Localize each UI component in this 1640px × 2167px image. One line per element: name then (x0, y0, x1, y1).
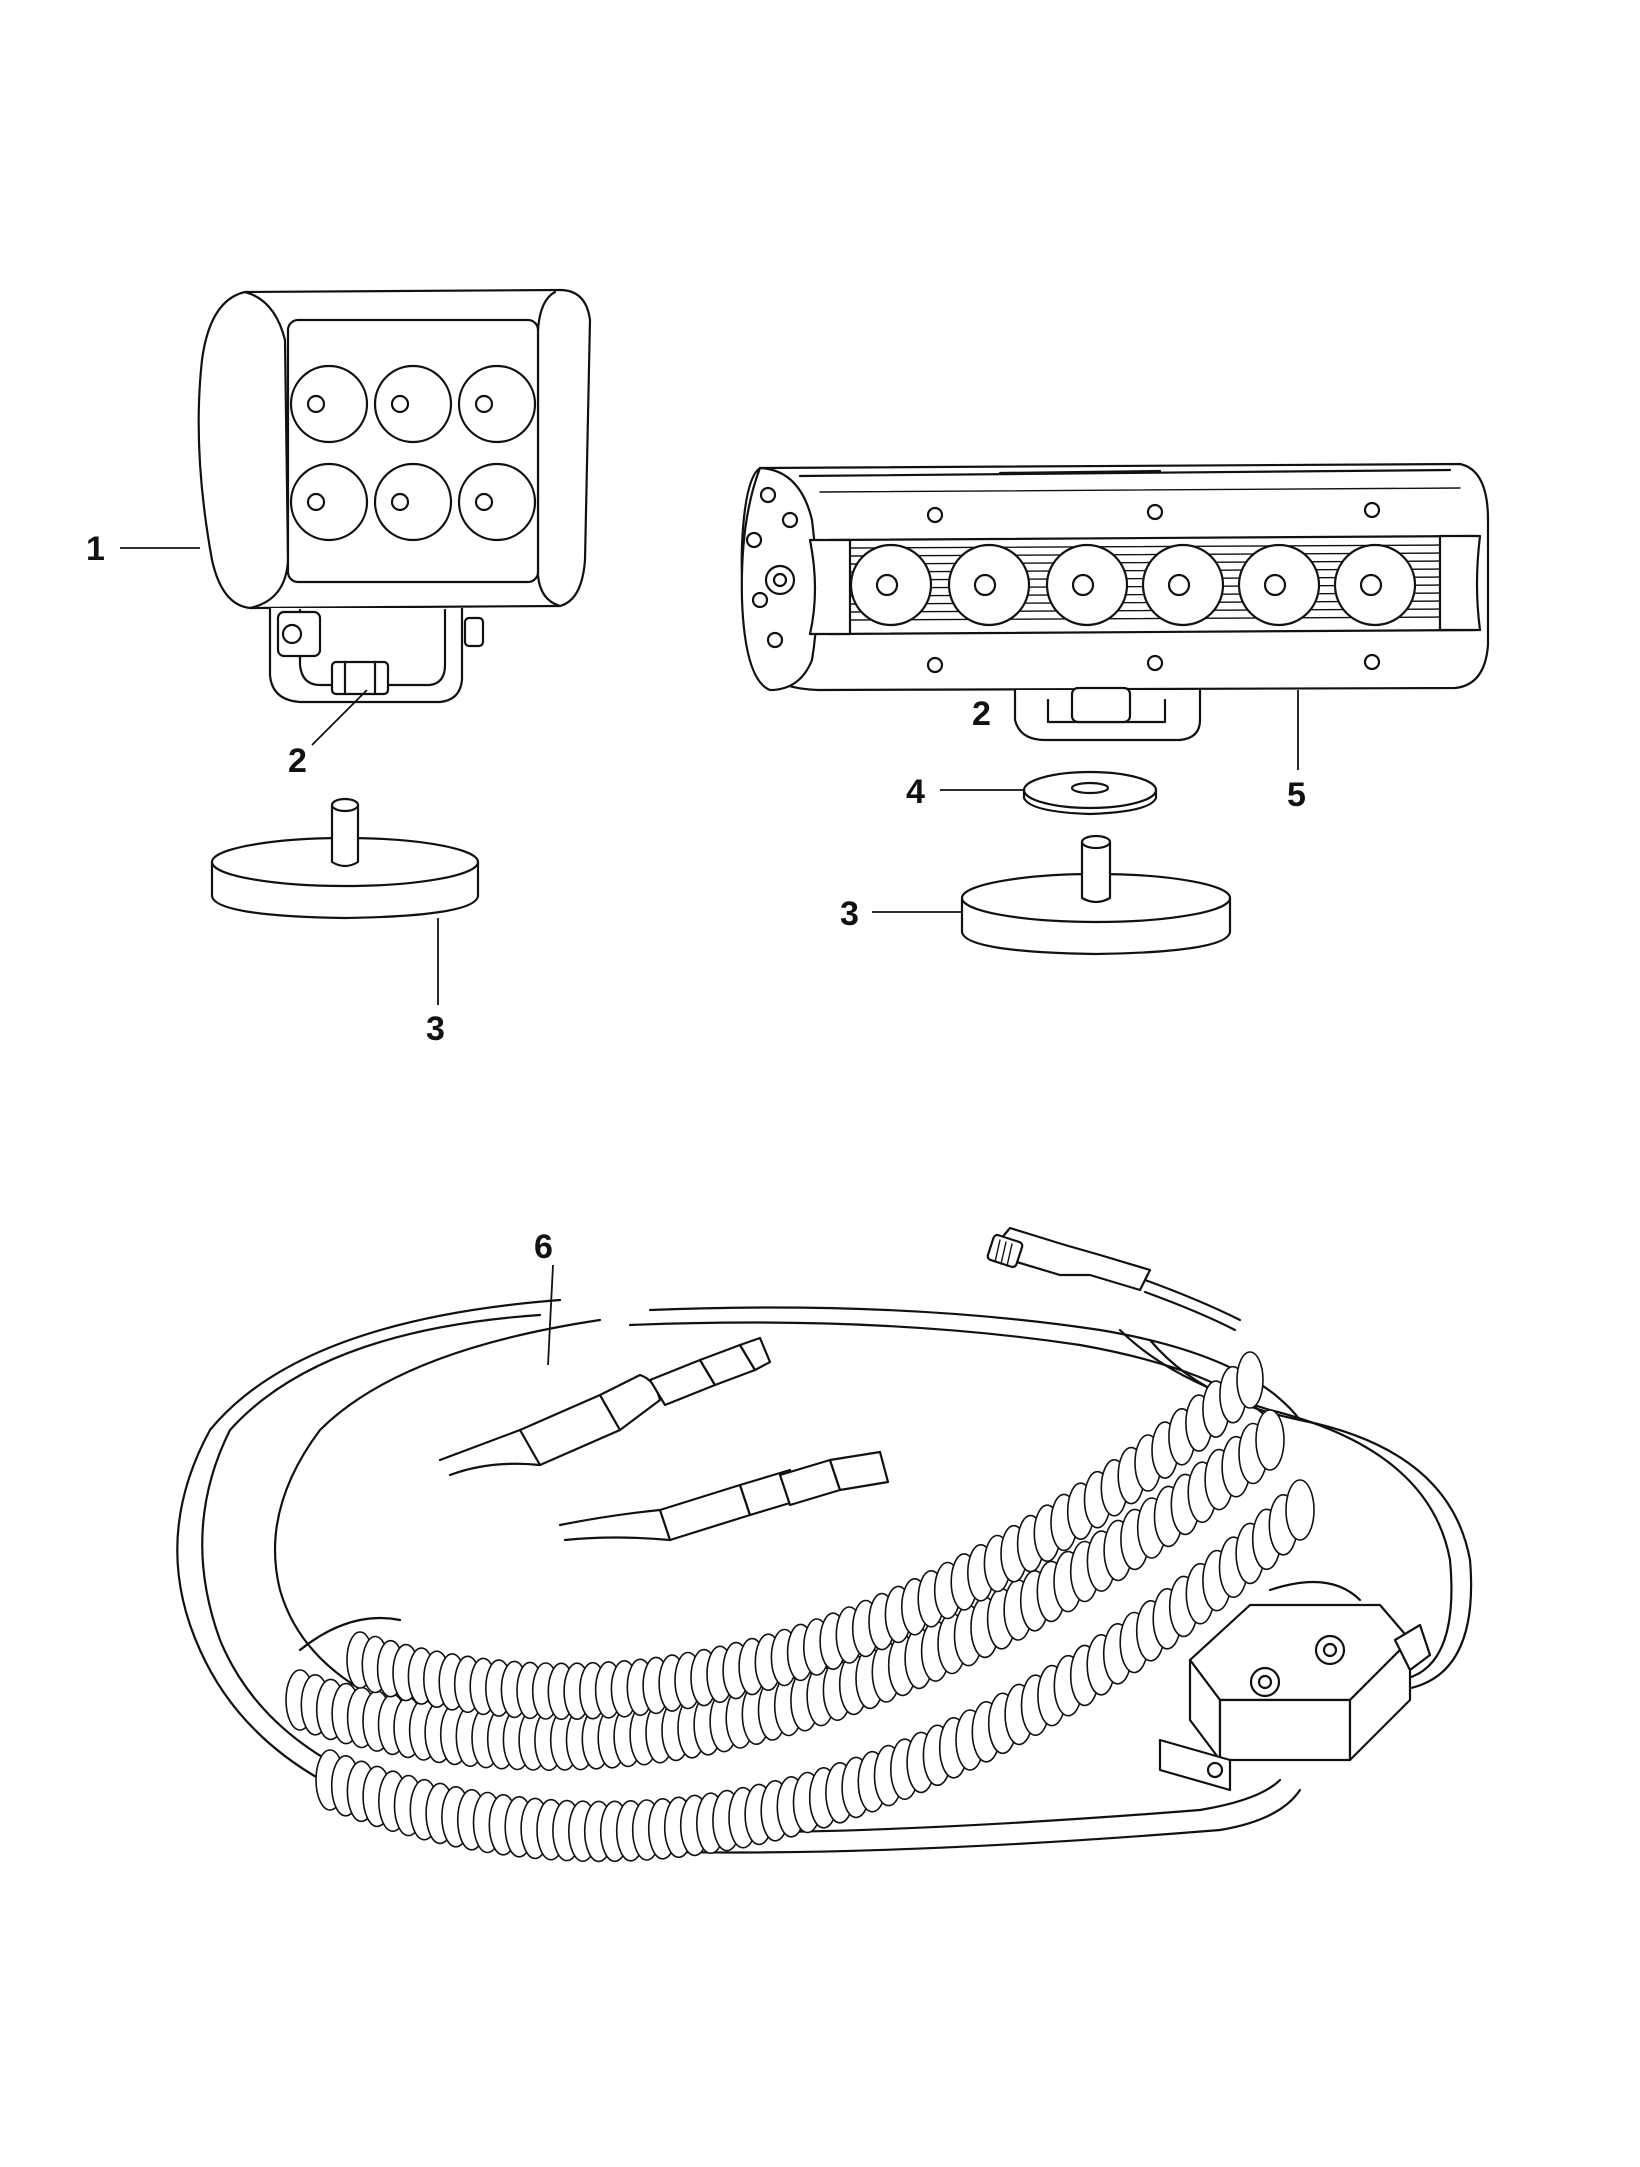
callout-6: 6 (534, 1228, 553, 1266)
led-pod-light-part-1 (197, 288, 592, 704)
magnet-base-part-3-left (210, 797, 480, 920)
callout-1: 1 (86, 530, 105, 568)
washer-part-4 (1022, 770, 1158, 816)
callout-2-left: 2 (288, 742, 307, 780)
leader-lines (120, 547, 1299, 1366)
callout-5: 5 (1287, 776, 1306, 814)
magnet-base-part-3-right (960, 834, 1232, 956)
wiring-harness-part-6 (176, 1226, 1473, 1863)
callout-labels: 1 2 3 2 4 5 3 6 (86, 530, 1306, 1266)
led-light-bar-part-5 (740, 462, 1490, 742)
callout-4: 4 (906, 773, 925, 811)
callout-3-right: 3 (840, 895, 859, 933)
callout-2-right: 2 (972, 695, 991, 733)
callout-3-left: 3 (426, 1010, 445, 1048)
